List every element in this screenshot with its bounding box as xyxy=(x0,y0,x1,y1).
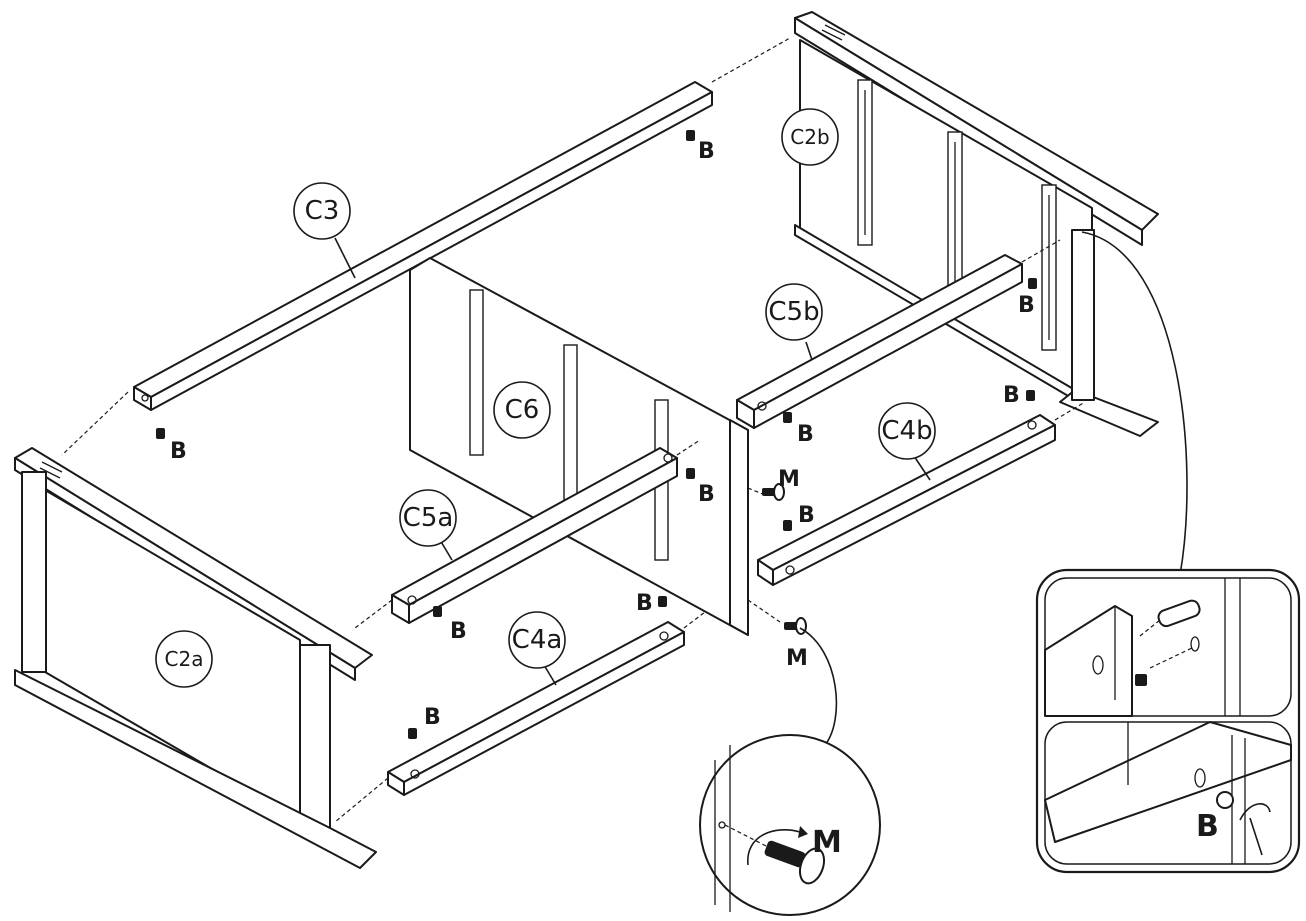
side-panel-c2a xyxy=(14,447,377,869)
screw-detail-label: M xyxy=(812,825,842,860)
label-c6: C6 xyxy=(493,381,551,439)
rail-c4a xyxy=(387,621,685,796)
cam-bolt-icon xyxy=(783,412,792,423)
leader-lines xyxy=(334,231,1188,746)
screw-label: M xyxy=(778,467,800,492)
cam-bolt-icon xyxy=(686,468,695,479)
cam-bolt-icon xyxy=(408,728,417,739)
svg-text:C2a: C2a xyxy=(165,647,204,671)
cam-bolt-label: B xyxy=(698,139,715,164)
label-c2b: C2b xyxy=(781,108,839,166)
rail-c4b xyxy=(757,414,1056,586)
label-c3: C3 xyxy=(293,182,351,240)
label-c4a: C4a xyxy=(508,611,566,669)
svg-text:C5b: C5b xyxy=(768,297,819,327)
cam-bolt-label: B xyxy=(797,422,814,447)
screw-icon xyxy=(784,617,807,635)
label-c4b: C4b xyxy=(878,402,936,460)
detail-screw-m: M xyxy=(699,734,881,916)
cam-bolt-label: B xyxy=(1003,383,1020,408)
label-c5a: C5a xyxy=(399,489,457,547)
cam-bolt-icon xyxy=(156,428,165,439)
label-c5b: C5b xyxy=(765,283,823,341)
rail-c5a xyxy=(391,447,678,624)
cam-bolt-label: B xyxy=(636,591,653,616)
detail-cam-bolt-b: B xyxy=(1035,568,1301,874)
assembly-guides xyxy=(61,37,1086,823)
cam-bolt-label: B xyxy=(450,619,467,644)
label-c2a: C2a xyxy=(155,630,213,688)
hardware-marks xyxy=(156,130,1037,739)
svg-text:C6: C6 xyxy=(505,395,540,425)
cam-bolt-detail-label: B xyxy=(1196,809,1219,844)
cam-bolt-icon xyxy=(1028,278,1037,289)
screw-label: M xyxy=(786,646,808,671)
hardware-letters: B B B B B B B B B B M M xyxy=(170,139,1035,730)
cam-bolt-label: B xyxy=(170,439,187,464)
cam-bolt-label: B xyxy=(698,482,715,507)
svg-text:C3: C3 xyxy=(305,196,340,226)
cam-bolt-icon xyxy=(686,130,695,141)
cam-bolt-icon xyxy=(658,596,667,607)
cam-bolt-icon xyxy=(783,520,792,531)
screw-icon xyxy=(762,483,785,501)
cam-bolt-label: B xyxy=(1018,293,1035,318)
cam-bolt-icon xyxy=(1026,390,1035,401)
svg-text:C4b: C4b xyxy=(881,416,932,446)
svg-text:C4a: C4a xyxy=(512,625,563,655)
rail-c5b xyxy=(736,254,1023,429)
cam-bolt-label: B xyxy=(424,705,441,730)
svg-text:C2b: C2b xyxy=(790,125,829,149)
cam-bolt-icon xyxy=(433,606,442,617)
cam-bolt-label: B xyxy=(798,503,815,528)
rail-c3 xyxy=(133,81,713,411)
svg-text:C5a: C5a xyxy=(403,503,454,533)
